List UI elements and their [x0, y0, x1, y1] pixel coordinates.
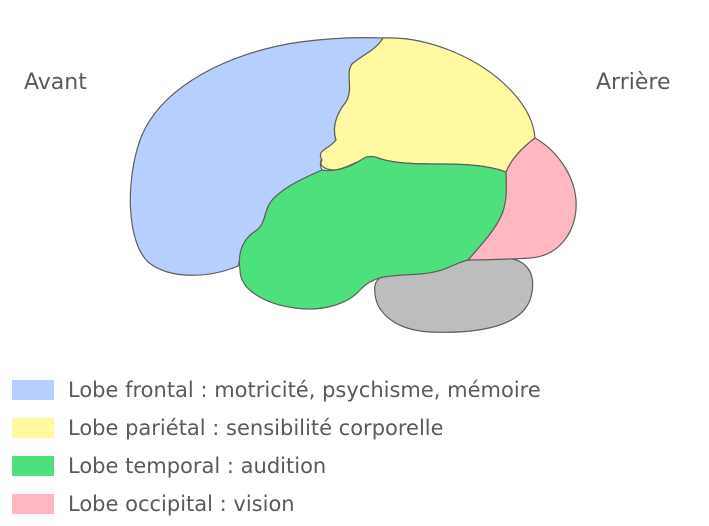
legend-item-frontal: Lobe frontal : motricité, psychisme, mém… — [12, 374, 541, 406]
legend-swatch-occipital — [12, 494, 54, 514]
legend-text-frontal: Lobe frontal : motricité, psychisme, mém… — [68, 378, 541, 402]
legend-swatch-temporal — [12, 456, 54, 476]
legend-text-parietal: Lobe pariétal : sensibilité corporelle — [68, 416, 444, 440]
legend-item-occipital: Lobe occipital : vision — [12, 488, 541, 520]
front-label: Avant — [24, 70, 87, 95]
back-label: Arrière — [596, 70, 671, 95]
legend-item-temporal: Lobe temporal : audition — [12, 450, 541, 482]
legend-text-temporal: Lobe temporal : audition — [68, 454, 326, 478]
legend-swatch-parietal — [12, 418, 54, 438]
legend: Lobe frontal : motricité, psychisme, mém… — [12, 374, 541, 526]
legend-swatch-frontal — [12, 380, 54, 400]
legend-item-parietal: Lobe pariétal : sensibilité corporelle — [12, 412, 541, 444]
legend-text-occipital: Lobe occipital : vision — [68, 492, 295, 516]
